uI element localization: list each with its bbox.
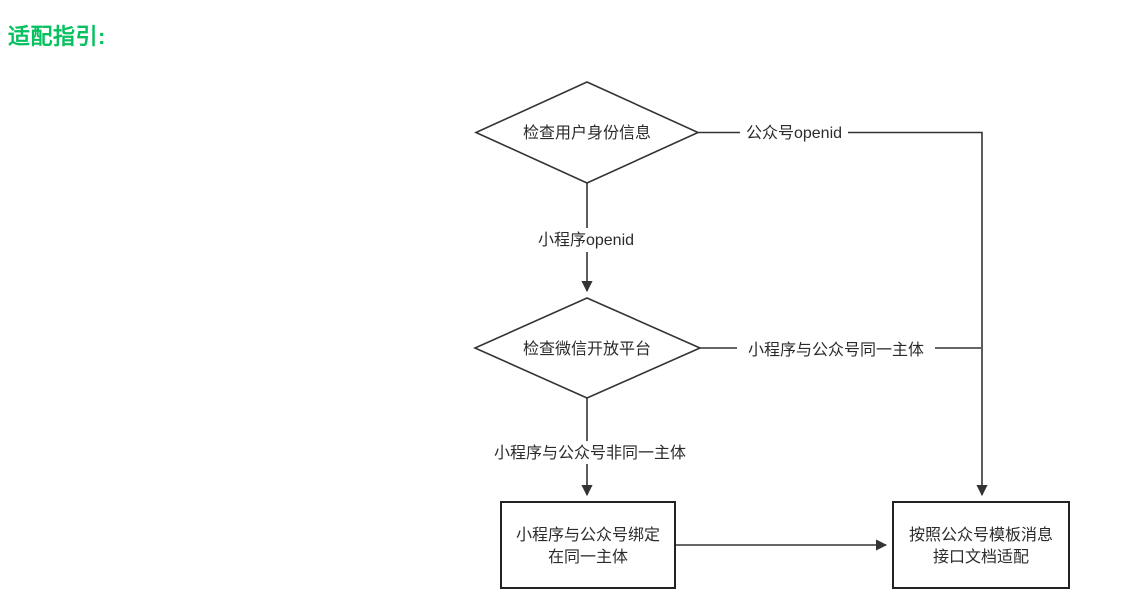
edge-label-bg (740, 121, 848, 144)
edge-label-not-same-entity: 小程序与公众号非同一主体 (494, 444, 686, 462)
process-node-template-message-doc-label-line2: 接口文档适配 (933, 548, 1029, 566)
process-node-bind-same-entity (500, 501, 676, 589)
edge-label-official-openid: 公众号openid (746, 124, 842, 142)
edge-label-same-entity: 小程序与公众号同一主体 (748, 341, 924, 359)
decision-node-check-open-platform-label: 检查微信开放平台 (523, 340, 651, 358)
edge-label-bg (737, 338, 935, 361)
edge-label-bg (526, 228, 646, 252)
page-title: 适配指引: (8, 24, 106, 49)
decision-node-check-user-identity (474, 81, 700, 184)
edge-label-bg (482, 441, 698, 464)
decision-node-check-open-platform (473, 297, 702, 399)
process-node-bind-same-entity-label-line2: 在同一主体 (548, 548, 628, 566)
process-node-bind-same-entity-label-line1: 小程序与公众号绑定 (516, 526, 660, 544)
edge-label-miniprogram-openid: 小程序openid (538, 231, 634, 249)
process-node-template-message-doc (892, 501, 1070, 589)
process-node-template-message-doc-label-line1: 按照公众号模板消息 (909, 526, 1053, 544)
decision-node-check-user-identity-label: 检查用户身份信息 (523, 124, 651, 142)
edge-official-openid-line (698, 131, 988, 497)
